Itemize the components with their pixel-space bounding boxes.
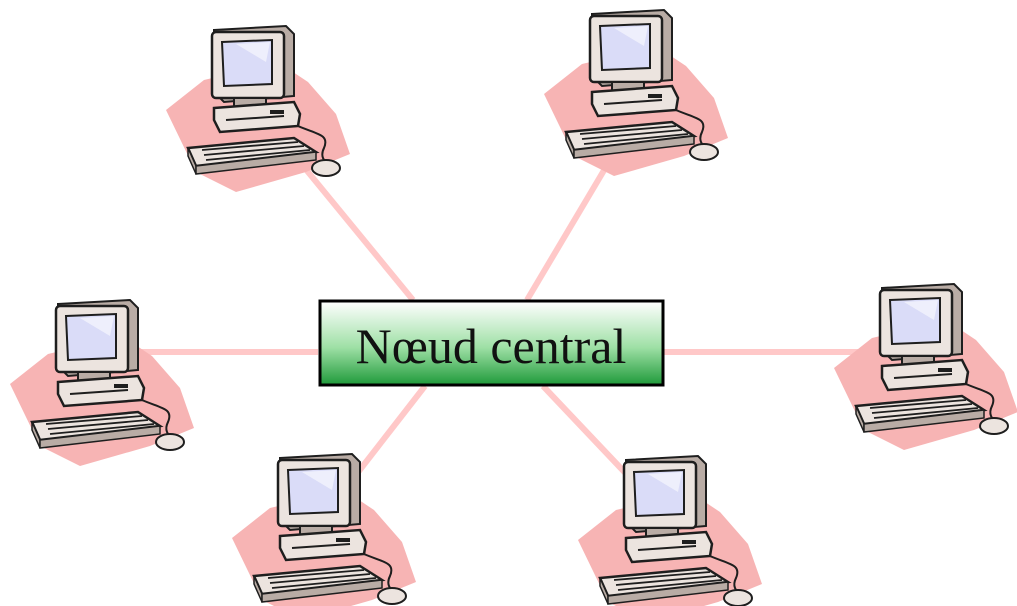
connector-line (349, 384, 428, 482)
central-hub: Nœud central (318, 299, 665, 387)
desktop-computer-icon (230, 452, 418, 606)
connector-line (287, 148, 416, 302)
desktop-computer-icon (8, 298, 196, 468)
desktop-computer-icon (576, 454, 764, 606)
hub-label: Nœud central (356, 318, 627, 374)
connectors (140, 138, 885, 483)
desktop-computer-icon (542, 8, 730, 178)
hub-box (318, 299, 665, 387)
desktop-computer-icon (832, 282, 1017, 452)
desktop-computer-icon (164, 24, 352, 194)
connector-line (540, 383, 635, 483)
